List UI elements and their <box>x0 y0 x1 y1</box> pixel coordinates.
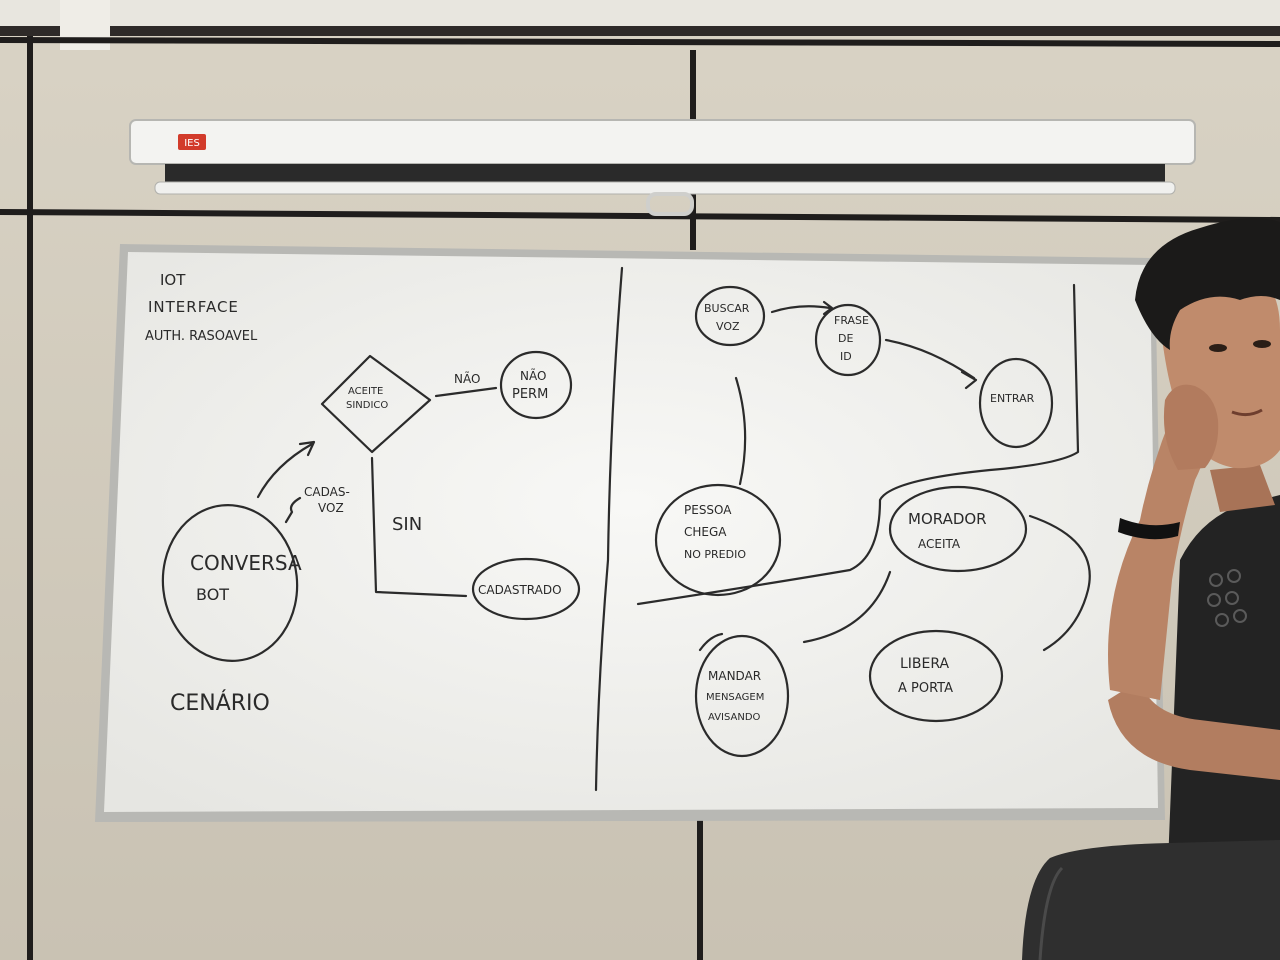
shirt-print <box>1207 569 1247 627</box>
neck <box>1210 465 1275 512</box>
avisando-text: AVISANDO <box>708 712 761 723</box>
id-text: ID <box>840 350 852 363</box>
board-divider <box>594 266 624 792</box>
note-interface: INTERFACE <box>148 298 239 316</box>
ceiling-trim <box>0 26 1280 36</box>
sindico-text: SINDICO <box>346 400 388 411</box>
line-sin <box>370 456 468 598</box>
a-porta-text: A PORTA <box>898 681 953 696</box>
arrow-frase-to-entrar <box>884 338 978 390</box>
mensagem-text: MENSAGEM <box>706 692 764 703</box>
label-cadas-voz: CADAS- VOZ <box>304 485 350 515</box>
chair-back <box>1022 840 1280 960</box>
line-morador-to-mandar <box>802 570 892 644</box>
hand <box>1163 384 1219 470</box>
raised-arm <box>1108 410 1209 700</box>
bot-label: BOT <box>196 585 229 604</box>
no-predio-text: NO PREDIO <box>684 548 746 561</box>
wristband <box>1118 518 1180 540</box>
node-libera-porta: LIBERA A PORTA <box>868 629 1004 723</box>
morador-text: MORADOR <box>908 510 987 528</box>
mandar-tick <box>698 632 724 652</box>
screen-logo-text: IES <box>184 138 200 149</box>
arrow-bot-to-aceite <box>256 440 316 499</box>
voz-right-text: VOZ <box>716 320 740 333</box>
cadas-text: CADAS- <box>304 485 350 499</box>
hair <box>1135 218 1280 350</box>
arrow-cadas-to-bot <box>284 496 302 524</box>
node-frase-de-id: FRASE DE ID <box>814 303 882 377</box>
note-iot: IOT <box>160 271 186 289</box>
left-eye <box>1209 344 1227 352</box>
screen-pull-handle <box>646 192 694 216</box>
note-cenario: CENÁRIO <box>170 690 270 716</box>
voz-text: VOZ <box>318 501 344 515</box>
nao-perm-1: NÃO <box>520 368 546 383</box>
lower-arm <box>1108 680 1280 780</box>
node-nao-perm: NÃO PERM <box>499 350 573 420</box>
cadastrado-text: CADASTRADO <box>478 583 562 597</box>
whiteboard <box>95 244 1165 822</box>
nao-perm-2: PERM <box>512 387 548 402</box>
arrow-buscar-to-frase <box>770 300 834 316</box>
line-buscar-to-pessoa <box>734 376 747 486</box>
frase-text: FRASE <box>834 314 869 327</box>
wall-panel-lines <box>0 36 1280 960</box>
projector-screen: IES <box>129 119 1196 216</box>
pessoa-text: PESSOA <box>684 503 732 517</box>
node-pessoa-chega: PESSOA CHEGA NO PREDIO <box>654 483 782 597</box>
node-aceite-sindico: ACEITE SINDICO <box>320 354 432 454</box>
aceite-text: ACEITE <box>348 386 383 397</box>
label-nao: NÃO <box>454 371 480 386</box>
label-sin: SIN <box>392 514 422 535</box>
ceiling <box>0 0 1280 30</box>
aceita-text: ACEITA <box>918 537 961 551</box>
mouth <box>1231 408 1263 417</box>
entrar-text: ENTRAR <box>990 392 1035 405</box>
buscar-text: BUSCAR <box>704 302 750 315</box>
note-auth: AUTH. RASOAVEL <box>145 329 258 344</box>
node-buscar-voz: BUSCAR VOZ <box>694 285 766 347</box>
node-mandar-mensagem: MANDAR MENSAGEM AVISANDO <box>694 634 790 758</box>
right-eye <box>1253 340 1271 348</box>
long-flow-line <box>636 283 1080 606</box>
chair-edge <box>1038 866 1064 960</box>
chega-text: CHEGA <box>684 525 727 539</box>
line-to-nao-perm <box>434 386 498 398</box>
node-cadastrado: CADASTRADO <box>471 557 581 621</box>
libera-text: LIBERA <box>900 656 950 672</box>
conversa-label: CONVERSA <box>190 551 302 575</box>
line-morador-to-libera <box>1028 514 1091 652</box>
screen-logo <box>178 134 206 150</box>
node-entrar: ENTRAR <box>978 357 1054 449</box>
left-notes: IOT INTERFACE AUTH. RASOAVEL <box>145 271 258 344</box>
node-morador-aceita: MORADOR ACEITA <box>888 485 1028 573</box>
de-text: DE <box>838 332 853 345</box>
mandar-text: MANDAR <box>708 669 761 683</box>
node-conversa-bot: CONVERSA BOT <box>161 504 302 662</box>
